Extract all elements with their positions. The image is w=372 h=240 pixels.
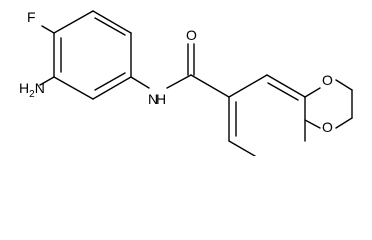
double-bond-inner [94,72,126,91]
amino-subscript: 2 [29,89,35,100]
bond-c-nh2 [39,76,55,86]
amide-n-label: N [148,91,158,107]
bond-c-o [304,87,321,98]
bond [53,10,94,34]
bond-n-c [166,74,192,89]
double-bond-inner [267,82,299,101]
bond [53,76,94,100]
dioxane-o-top-label: O [322,72,333,88]
bond-o-c [304,119,321,129]
double-bond-inner [94,17,126,36]
bond [228,74,268,98]
amide-group [166,43,230,98]
amide-h-label: H [156,91,166,107]
bond-o-ch2 [335,79,353,91]
bond [92,10,132,34]
fluoroaniline-ring [53,10,132,100]
bond-ch2-o [335,117,353,129]
bond [228,140,257,156]
dioxane-ring [304,79,353,129]
fluorine-label: F [27,9,36,25]
benzodioxine-ring [228,74,306,156]
dioxane-o-bottom-label: O [322,119,333,135]
chemical-structure: F H2N N H O O O [19,9,353,156]
bond-c-nh [130,76,150,89]
bond-c-aryl [190,74,230,98]
bond [92,76,132,100]
carbonyl-o-label: O [186,27,197,43]
bond-c-f [41,25,55,34]
bond [266,74,306,98]
amino-h: H [19,80,29,96]
amino-n: N [35,80,45,96]
amino-label: H2N [19,80,45,100]
